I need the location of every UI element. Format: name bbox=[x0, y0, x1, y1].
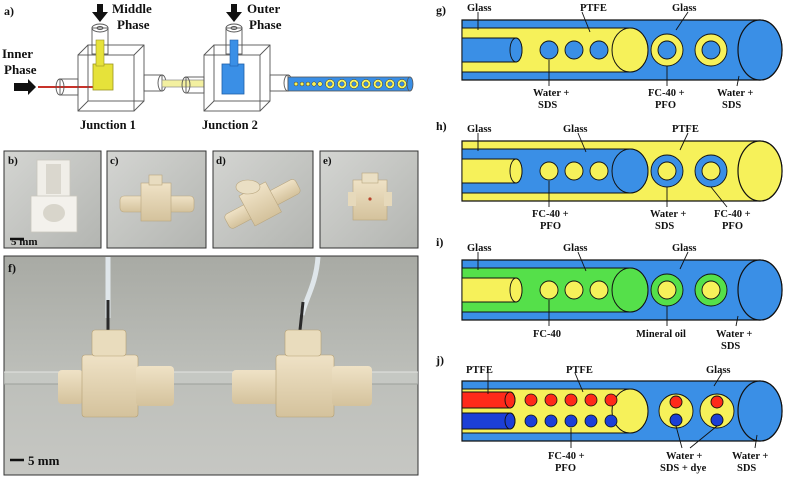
g-ptfe: PTFE bbox=[580, 3, 607, 14]
panel-j-letter: j) bbox=[435, 353, 444, 367]
junction-2-chamber bbox=[221, 63, 245, 95]
h-water-sds-a: Water + bbox=[650, 209, 686, 220]
h-fc40-pfo-2b: PFO bbox=[722, 221, 743, 232]
inner-phase-label-1: Inner bbox=[2, 46, 33, 61]
photo-e-letter: e) bbox=[323, 155, 332, 167]
h-fc40-pfo-2a: FC-40 + bbox=[714, 209, 751, 220]
j-water-sds-a: Water + bbox=[732, 451, 768, 462]
photo-c: c) bbox=[106, 150, 207, 249]
j-water-sds-dye-a: Water + bbox=[666, 451, 702, 462]
h-glass-left: Glass bbox=[467, 124, 492, 135]
g-fc40-pfo-b: PFO bbox=[655, 100, 676, 111]
photo-b-letter: b) bbox=[8, 155, 18, 167]
photo-b: 5 mm b) bbox=[3, 150, 102, 249]
j-fc40-pfo-b: PFO bbox=[555, 463, 576, 474]
i-fc40: FC-40 bbox=[533, 329, 561, 340]
panel-g: g) Glass PTFE Glass Water + SDS FC-40 + … bbox=[436, 3, 783, 111]
middle-capillary bbox=[161, 79, 205, 88]
i-water-sds-a: Water + bbox=[716, 329, 752, 340]
panel-h-letter: h) bbox=[436, 119, 447, 133]
outer-phase-label-2: Phase bbox=[249, 17, 282, 32]
photo-f-letter: f) bbox=[8, 261, 16, 275]
outer-phase-label-1: Outer bbox=[247, 1, 280, 16]
panel-j: j) PTFE PTFE Glass FC-4 bbox=[435, 353, 783, 474]
middle-phase-label-2: Phase bbox=[117, 17, 150, 32]
g-glass-right: Glass bbox=[672, 3, 697, 14]
photo-c-letter: c) bbox=[110, 155, 119, 167]
outer-phase-arrow-icon bbox=[226, 4, 242, 22]
g-water-sds-2a: Water + bbox=[717, 88, 753, 99]
outlet-tube bbox=[287, 76, 414, 92]
panel-a: a) Inner Phase Middle Phase bbox=[2, 1, 414, 132]
i-mineral-oil: Mineral oil bbox=[636, 329, 686, 340]
junction-1 bbox=[55, 23, 167, 112]
h-fc40-pfo-1a: FC-40 + bbox=[532, 209, 569, 220]
g-glass-left: Glass bbox=[467, 3, 492, 14]
panel-a-letter: a) bbox=[4, 4, 14, 18]
i-glass-mid: Glass bbox=[563, 243, 588, 254]
panel-i-letter: i) bbox=[436, 235, 443, 249]
junction-1-chamber bbox=[92, 63, 114, 91]
photo-f: 5 mm f) bbox=[3, 255, 419, 476]
h-fc40-pfo-1b: PFO bbox=[540, 221, 561, 232]
inner-phase-label-2: Phase bbox=[4, 62, 37, 77]
j-water-sds-dye-b: SDS + dye bbox=[660, 463, 707, 474]
scale-f-label: 5 mm bbox=[28, 453, 60, 468]
i-water-sds-b: SDS bbox=[721, 341, 740, 352]
g-fc40-pfo-a: FC-40 + bbox=[648, 88, 685, 99]
middle-phase-label-1: Middle bbox=[112, 1, 152, 16]
inner-phase-arrow-icon bbox=[14, 79, 36, 95]
g-water-sds-2b: SDS bbox=[722, 100, 741, 111]
g-water-sds-1a: Water + bbox=[533, 88, 569, 99]
j-water-sds-b: SDS bbox=[737, 463, 756, 474]
photo-d-letter: d) bbox=[216, 155, 226, 167]
panel-h: h) Glass Glass PTFE FC-40 + PFO Water + … bbox=[436, 119, 783, 232]
junction-2-label: Junction 2 bbox=[202, 118, 258, 132]
h-ptfe: PTFE bbox=[672, 124, 699, 135]
g-water-sds-1b: SDS bbox=[538, 100, 557, 111]
panel-i: i) Glass Glass Glass FC-40 Mineral oil W… bbox=[436, 235, 783, 352]
j-fc40-pfo-a: FC-40 + bbox=[548, 451, 585, 462]
h-water-sds-b: SDS bbox=[655, 221, 674, 232]
i-glass-left: Glass bbox=[467, 243, 492, 254]
photo-e: e) bbox=[319, 150, 419, 249]
j-glass: Glass bbox=[706, 365, 731, 376]
panel-g-letter: g) bbox=[436, 3, 446, 17]
outer-phase-inlet bbox=[229, 39, 239, 67]
j-ptfe-left: PTFE bbox=[466, 365, 493, 376]
h-glass-mid: Glass bbox=[563, 124, 588, 135]
photo-d: d) bbox=[212, 150, 314, 249]
scale-b-label: 5 mm bbox=[11, 236, 38, 248]
i-glass-right: Glass bbox=[672, 243, 697, 254]
middle-phase-arrow-icon bbox=[92, 4, 108, 22]
middle-phase-inlet bbox=[95, 39, 105, 67]
j-ptfe-mid: PTFE bbox=[566, 365, 593, 376]
junction-1-label: Junction 1 bbox=[80, 118, 136, 132]
